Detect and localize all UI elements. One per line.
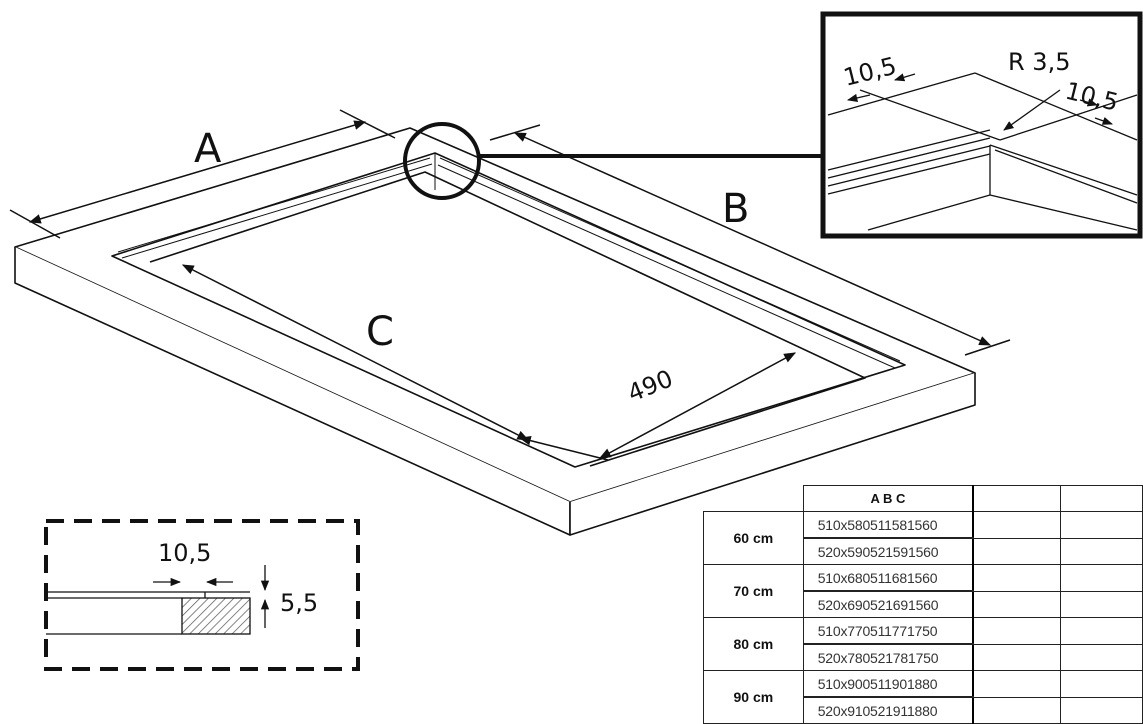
table-row: 70 cm 510x680511681560 <box>703 564 1143 618</box>
label-a: A <box>194 126 222 172</box>
size-group-label: 80 cm <box>703 617 804 671</box>
table-row: 60 cm 510x580511581560 <box>703 511 1143 565</box>
detail-magnifier-circle <box>403 122 481 200</box>
size-group-label: 90 cm <box>703 670 804 724</box>
size-code-cell: 510x900511901880 <box>802 670 975 698</box>
detail-view: 10,5 R 3,5 10,5 <box>820 11 1143 239</box>
size-table-header-abc: A B C <box>802 485 975 512</box>
size-table-corner <box>703 485 804 512</box>
size-code-cell: 520x590521591560 <box>802 537 975 565</box>
size-code-cell: 520x690521691560 <box>802 590 975 618</box>
dimension-b <box>489 124 1011 356</box>
size-code-cell: 510x770511771750 <box>802 617 975 645</box>
size-code-cell: 510x580511581560 <box>802 511 975 539</box>
table-row: 80 cm 510x770511771750 <box>703 617 1143 671</box>
dimension-490 <box>518 352 797 461</box>
size-group-label: 70 cm <box>703 564 804 618</box>
size-group-label: 60 cm <box>703 511 804 565</box>
size-code-cell: 510x680511681560 <box>802 564 975 592</box>
dimension-a <box>9 109 396 239</box>
label-b: B <box>722 186 749 232</box>
table-row: 520x690521691560 <box>704 590 1143 618</box>
detail-view-frame <box>820 11 1143 239</box>
cross-section-hatched-wall <box>181 597 251 635</box>
section-height-label: 5,5 <box>280 589 318 617</box>
dimension-c <box>181 264 530 441</box>
size-table-header-3 <box>1060 485 1143 512</box>
size-table-header: A B C <box>703 485 1143 512</box>
section-width-label: 10,5 <box>158 539 211 567</box>
detail-radius-label: R 3,5 <box>1008 48 1070 76</box>
table-row: 90 cm 510x900511901880 <box>703 670 1143 724</box>
cross-section-view: 10,5 5,5 <box>44 519 360 671</box>
size-code-cell: 520x780521781750 <box>802 643 975 671</box>
cross-section-frame <box>44 519 360 671</box>
size-table-header-2 <box>972 485 1062 512</box>
size-table: A B C 60 cm 510x580511581560 520x5905215… <box>703 485 1143 724</box>
table-row: 520x590521591560 <box>704 537 1143 565</box>
label-c: C <box>366 309 394 355</box>
